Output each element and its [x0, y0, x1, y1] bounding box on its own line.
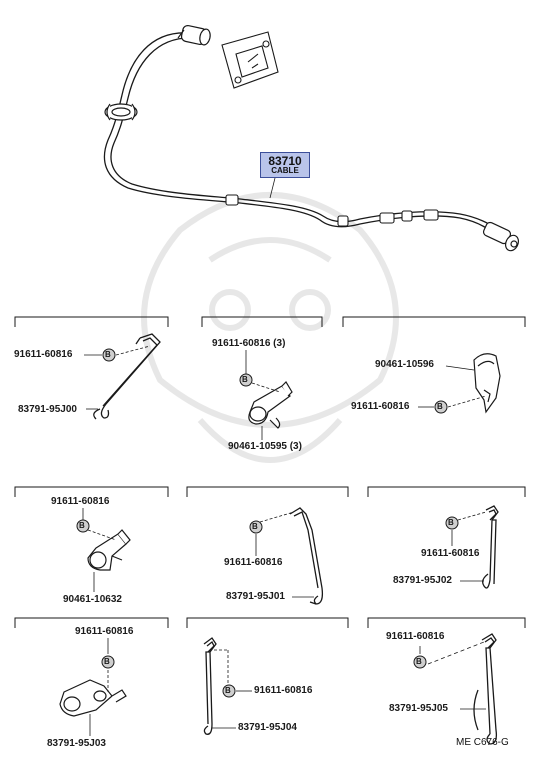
group3-clip-label[interactable]: 91611-60816 — [351, 401, 410, 412]
group3-leaders — [418, 365, 487, 408]
group8-part-label[interactable]: 83791-95J04 — [238, 722, 297, 733]
group4-part-label[interactable]: 90461-10632 — [63, 594, 122, 605]
clip-mark-2: B — [242, 375, 248, 384]
group9-part-label[interactable]: 83791-95J05 — [389, 703, 448, 714]
cable-joints — [225, 194, 439, 227]
clip-mark-9: B — [416, 657, 422, 666]
meter-plate — [221, 31, 279, 89]
clip-mark-5: B — [252, 522, 258, 531]
bracket-10596 — [473, 353, 501, 414]
diagram-code: ME C676-G — [456, 737, 509, 748]
clamp-95J02 — [482, 505, 499, 589]
cable-leader — [269, 177, 276, 199]
group6-clip-label[interactable]: 91611-60816 — [421, 548, 480, 559]
bracket-95J03 — [59, 679, 127, 717]
clamp-95J04 — [203, 637, 217, 735]
group9-leaders — [419, 641, 486, 710]
group7-part-label[interactable]: 83791-95J03 — [47, 738, 106, 749]
cable-part-number: 83710 — [268, 154, 302, 168]
group6-part-label[interactable]: 83791-95J02 — [393, 575, 452, 586]
bracket-10632 — [87, 529, 131, 571]
group6-leaders — [451, 511, 487, 582]
bracket-10595 — [248, 381, 293, 429]
section-brackets — [14, 316, 526, 628]
group7-leaders — [89, 638, 109, 736]
grommet — [104, 103, 138, 121]
clip-mark-3: B — [437, 402, 443, 411]
cable-part-label[interactable]: 83710 CABLE — [260, 152, 310, 178]
group4-leaders — [82, 508, 117, 592]
group4-clip-label[interactable]: 91611-60816 — [51, 496, 110, 507]
clip-mark-8: B — [225, 686, 231, 695]
clip-markers — [76, 348, 459, 698]
group2-leaders — [245, 350, 281, 440]
group1-leaders — [84, 345, 151, 410]
clip-mark-1: B — [105, 350, 111, 359]
group2-clip-label[interactable]: 91611-60816 (3) — [212, 338, 286, 349]
group3-part-label[interactable]: 90461-10596 — [375, 359, 434, 370]
group1-part-label[interactable]: 83791-95J00 — [18, 404, 77, 415]
group5-leaders — [255, 511, 314, 598]
group7-clip-label[interactable]: 91611-60816 — [75, 626, 134, 637]
speedometer-cable — [103, 32, 506, 239]
watermark — [141, 192, 399, 463]
clip-mark-7: B — [104, 657, 110, 666]
group8-leaders — [212, 649, 252, 729]
group9-clip-label[interactable]: 91611-60816 — [386, 631, 445, 642]
group8-clip-label[interactable]: 91611-60816 — [254, 685, 313, 696]
clamp-95J01 — [289, 507, 324, 605]
cable-part-name: CABLE — [271, 166, 299, 175]
clamp-95J05 — [473, 633, 498, 745]
group1-clip-label[interactable]: 91611-60816 — [14, 349, 73, 360]
group5-clip-label[interactable]: 91611-60816 — [224, 557, 283, 568]
group5-part-label[interactable]: 83791-95J01 — [226, 591, 285, 602]
cable-end-top — [177, 25, 211, 46]
clamp-95J00 — [93, 333, 161, 420]
cable-end-bottom — [482, 221, 520, 252]
clip-mark-6: B — [448, 518, 454, 527]
clip-mark-4: B — [79, 521, 85, 530]
group2-part-label[interactable]: 90461-10595 (3) — [228, 441, 302, 452]
